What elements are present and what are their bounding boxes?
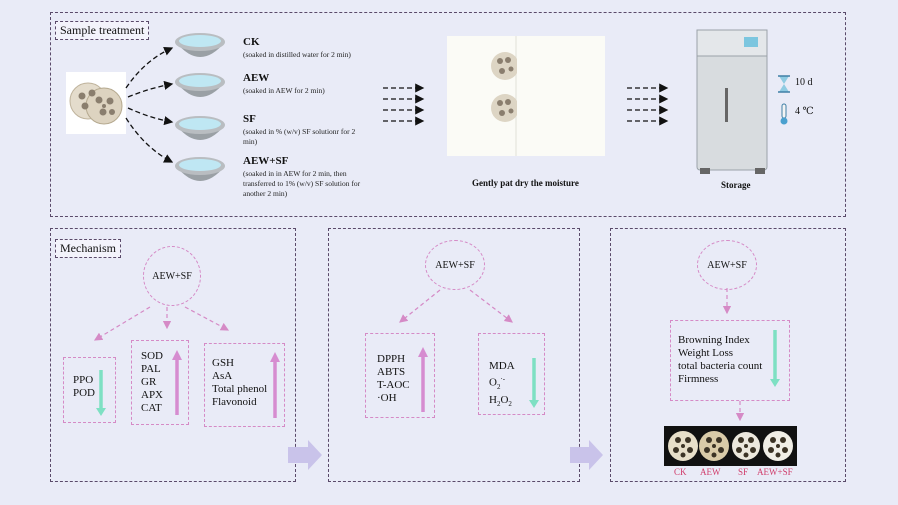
panel2-up-item: T-AOC xyxy=(377,379,410,391)
refrigerator-icon xyxy=(696,29,768,174)
sample-treatment-tag: Sample treatment xyxy=(55,21,150,40)
photo-label-sf: SF xyxy=(738,467,749,477)
distribution-arrows xyxy=(125,47,174,163)
treatment-aewsf-name: AEW+SF xyxy=(243,155,289,167)
panel1-group-down-box xyxy=(63,357,116,423)
panel3-down-item: total bacteria count xyxy=(678,360,763,372)
panel1-up1-item: PAL xyxy=(141,363,161,375)
panel3-connectors xyxy=(722,288,745,422)
panel3-group-down-list: Browning Index Weight Loss total bacteri… xyxy=(678,334,762,386)
treatment-bowls xyxy=(175,33,225,181)
panel2-up-item: ABTS xyxy=(377,366,406,378)
mechanism-panel-3 xyxy=(610,228,846,482)
panel2-group-up-list: DPPH ABTS T-AOC ·OH xyxy=(377,353,410,405)
panel2-down-h2o2: H2O2 xyxy=(489,393,512,409)
treatment-ck-name: CK xyxy=(243,36,260,48)
panel1-up2-item: Flavonoid xyxy=(212,396,257,408)
panel2-connectors xyxy=(399,289,513,323)
panel3-arrow xyxy=(770,330,780,387)
panel1-down-item: POD xyxy=(73,387,96,399)
panel2-down-mda: MDA xyxy=(489,360,515,372)
treatment-sf-desc: (soaked in % (w/v) SF solutionr for 2 mi… xyxy=(243,127,356,146)
panel1-connectors xyxy=(93,306,230,341)
panel2-up-item: ·OH xyxy=(377,392,397,404)
to-storage-arrows xyxy=(627,83,669,126)
panel2-group-up-box xyxy=(365,333,435,418)
panel2-group-down-list: MDA O2·- H2O2 xyxy=(489,360,515,411)
storage-time: 10 d xyxy=(795,77,813,88)
block-arrow-1 xyxy=(288,440,322,470)
panel3-down-item: Browning Index xyxy=(678,334,750,346)
photo-label-aew: AEW xyxy=(700,467,721,477)
panel3-down-item: Firmness xyxy=(678,373,719,385)
paper-towel-image xyxy=(447,36,605,156)
photo-label-ck: CK xyxy=(674,467,687,477)
hourglass-icon xyxy=(778,75,790,93)
panel1-up1-item: GR xyxy=(141,376,157,388)
panel1-oval: AEW+SF xyxy=(143,246,201,306)
to-dry-arrows xyxy=(383,83,425,126)
block-arrow-2 xyxy=(570,440,603,470)
panel3-down-item: Weight Loss xyxy=(678,347,734,359)
panel1-down-item: PPO xyxy=(73,374,94,386)
dry-caption: Gently pat dry the moisture xyxy=(472,178,579,188)
panel1-up1-item: SOD xyxy=(141,350,164,362)
panel1-group-up2-box xyxy=(204,343,285,427)
treatment-aew-desc: (soaked in AEW for 2 min) xyxy=(243,86,325,95)
photo-label-aewsf: AEW+SF xyxy=(757,467,793,477)
mechanism-tag: Mechanism xyxy=(55,239,121,258)
panel3-group-down-box xyxy=(670,320,790,401)
panel1-arrows xyxy=(96,350,280,418)
panel1-up2-item: Total phenol xyxy=(212,383,268,395)
mechanism-panel-1 xyxy=(50,228,296,482)
panel2-down-superoxide: O2·- xyxy=(489,375,506,391)
lotus-sample-image xyxy=(66,72,126,134)
panel1-up2-item: GSH xyxy=(212,357,235,369)
panel1-up2-item: AsA xyxy=(212,370,233,382)
sample-treatment-frame xyxy=(50,12,846,217)
treatment-sf-name: SF xyxy=(243,113,256,125)
storage-temp: 4 ℃ xyxy=(795,106,814,117)
panel1-up1-item: APX xyxy=(141,389,164,401)
panel2-arrows xyxy=(418,347,539,412)
treatment-aewsf-desc: (soaked in in AEW for 2 min, then transf… xyxy=(243,169,361,198)
panel3-oval: AEW+SF xyxy=(697,240,757,290)
treatment-aew-name: AEW xyxy=(243,72,270,84)
panel2-oval: AEW+SF xyxy=(425,240,485,290)
storage-caption: Storage xyxy=(721,180,751,190)
panel1-group-up2-list: GSH AsA Total phenol Flavonoid xyxy=(212,357,267,409)
panel1-group-up1-list: SOD PAL GR APX CAT xyxy=(141,350,163,415)
mechanism-panel-2 xyxy=(328,228,580,482)
panel1-group-down-list: PPO POD xyxy=(73,374,95,400)
panel1-up1-item: CAT xyxy=(141,402,162,414)
panel2-group-down-box xyxy=(478,333,545,415)
thermometer-icon xyxy=(780,103,788,125)
lotus-results-photo xyxy=(664,426,797,466)
treatment-ck-desc: (soaked in distilled water for 2 min) xyxy=(243,50,351,59)
panel2-up-item: DPPH xyxy=(377,353,406,365)
panel1-group-up1-box xyxy=(131,340,189,425)
